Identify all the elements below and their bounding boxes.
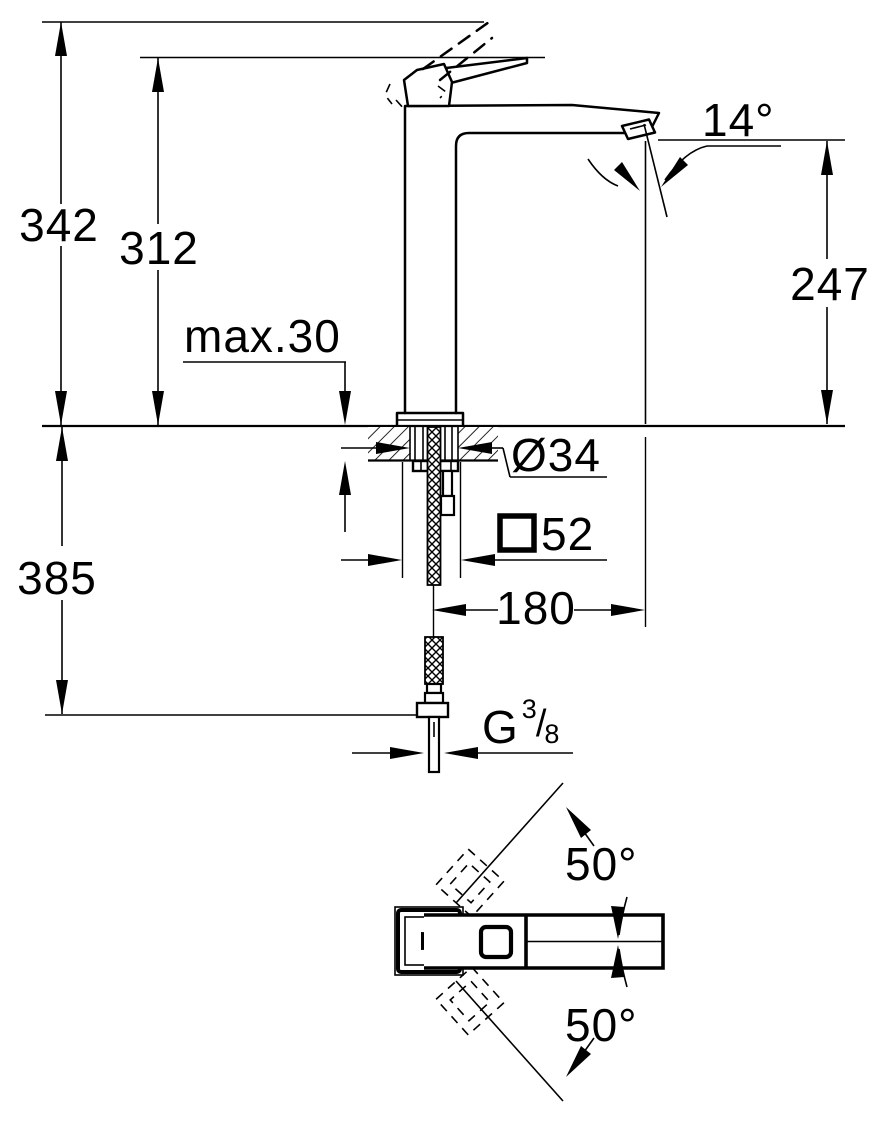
supply-tube	[427, 715, 441, 774]
square-symbol	[497, 513, 537, 553]
arrow-right	[611, 604, 645, 616]
arrow-left	[444, 747, 478, 759]
handle-swing-lower-label: 50°	[565, 999, 638, 1051]
dim-outlet-height: 247	[658, 139, 870, 424]
dim-spout-top-label: 312	[119, 222, 199, 274]
spout-outlet-detail	[629, 124, 647, 130]
top-view-handle-lever	[424, 913, 665, 970]
arrow-down	[152, 391, 164, 425]
top-view: 50° 50°	[394, 782, 665, 1102]
arrow-up	[55, 22, 67, 56]
dim-supply-length: 385	[17, 427, 417, 716]
arc-arrow-outer	[566, 1046, 591, 1077]
mounting-stud-nut	[439, 494, 456, 517]
spout-angle-line	[643, 123, 668, 218]
hose-nut	[415, 701, 450, 719]
arrow-down	[56, 680, 68, 714]
arrow-left	[461, 554, 495, 566]
dim-spout-top-height: 312	[119, 58, 199, 425]
angle-arrow-left	[614, 162, 640, 191]
arrow-down	[55, 391, 67, 425]
supply-length-label: 385	[17, 552, 97, 604]
handle-knuckle	[402, 62, 454, 108]
arrow-up	[339, 461, 351, 495]
arrow-left	[458, 442, 492, 454]
dim-total-height: 342	[19, 22, 99, 425]
arc-arrow-center	[611, 906, 624, 939]
arrow-left	[432, 604, 466, 616]
outlet-height-label: 247	[790, 258, 870, 310]
handle-dash-fragment	[384, 83, 393, 105]
dim-handle-swing-lower: 50°	[565, 945, 638, 1077]
handle-raised-dashed-2	[438, 36, 494, 82]
dim-body-square: 52	[341, 462, 607, 578]
arc-arrow-center	[611, 945, 624, 978]
handle-dash-fragment	[437, 85, 448, 99]
faucet-body	[395, 103, 661, 429]
arrow-down	[821, 390, 833, 424]
handle-rotated-line-upper	[455, 782, 564, 904]
arrow-up	[152, 58, 164, 92]
top-view-handle-rotated-dashed-lower	[434, 965, 506, 1037]
dim-max-deck-thickness: max.30	[183, 310, 351, 532]
arrow-right	[368, 554, 402, 566]
arc-arrow-outer	[566, 807, 591, 838]
arrow-right	[390, 747, 424, 759]
hose-connector-top	[425, 682, 443, 695]
handle-raised-dashed	[421, 20, 491, 71]
body-square-label: 52	[541, 508, 594, 560]
dim-spout-projection: 180	[432, 437, 647, 634]
handle-dash-fragment	[395, 99, 406, 111]
dim-total-height-label: 342	[19, 199, 99, 251]
threaded-shank	[426, 426, 442, 586]
faucet-body-outline	[403, 103, 661, 415]
spout-outlet	[620, 118, 657, 141]
dim-spout-angle: 14°	[587, 94, 781, 424]
spout-projection-label: 180	[496, 582, 576, 634]
flex-hose	[424, 636, 444, 685]
max-thickness-label: max.30	[184, 310, 341, 362]
faucet-handle	[384, 20, 529, 111]
arrow-up	[821, 141, 833, 175]
arrow-right	[376, 442, 410, 454]
top-view-handle-rotated-dashed-upper	[434, 847, 506, 919]
dim-hole-diameter: Ø34	[341, 429, 607, 481]
counter-hatch-left	[368, 427, 410, 460]
faucet-body-inner-edge	[454, 131, 629, 415]
arrow-up	[56, 427, 68, 461]
spout-angle-label: 14°	[702, 94, 775, 146]
hose-connector-mid	[423, 691, 445, 705]
supply-assembly	[415, 426, 450, 774]
handle-swing-upper-label: 50°	[565, 838, 638, 890]
side-view: 342 312 max.30	[17, 20, 870, 774]
handle-rotated-line-lower	[455, 980, 564, 1102]
handle-base-square	[478, 924, 514, 960]
hole-diameter-label: Ø34	[511, 429, 601, 481]
dim-handle-swing-upper: 50°	[565, 807, 638, 939]
mounting-stud	[441, 469, 454, 498]
arrow-down	[339, 391, 351, 425]
angle-arrow-right	[661, 157, 688, 187]
